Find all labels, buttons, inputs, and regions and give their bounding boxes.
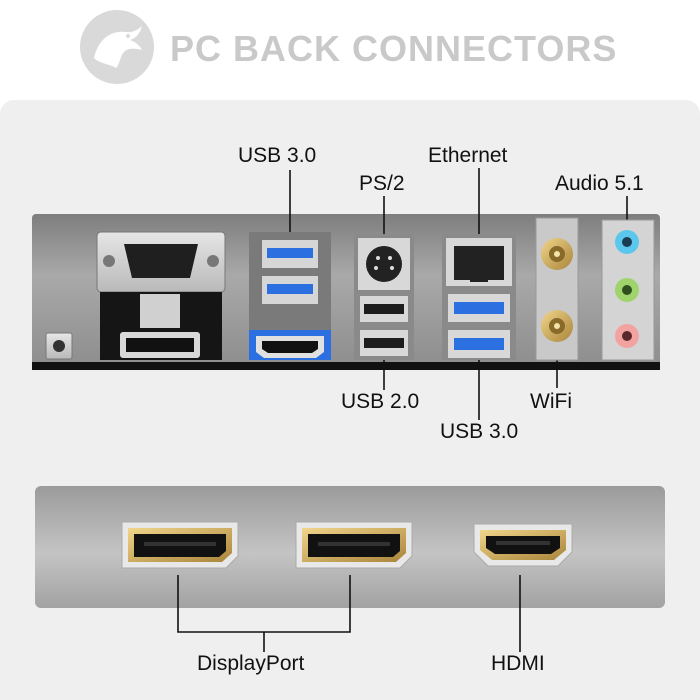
hdmi-port <box>473 523 573 567</box>
displayport-1 <box>121 521 239 569</box>
io-panel-edge <box>32 362 660 370</box>
ps2-usb20-stack <box>354 234 414 360</box>
dinosaur-icon <box>80 10 154 84</box>
clear-cmos-button <box>45 332 73 360</box>
ethernet-usb30-stack <box>442 234 516 360</box>
label-usb20: USB 2.0 <box>341 390 420 413</box>
label-usb30-top: USB 3.0 <box>238 144 317 167</box>
vga-port <box>96 231 226 360</box>
wifi-antenna-connectors <box>535 217 579 361</box>
label-wifi: WiFi <box>530 390 572 413</box>
label-ps2: PS/2 <box>359 172 405 195</box>
header: PC BACK CONNECTORS <box>0 0 700 100</box>
leader-lines <box>177 168 628 652</box>
label-displayport: DisplayPort <box>197 652 305 675</box>
displayport-2 <box>295 521 413 569</box>
page-title: PC BACK CONNECTORS <box>170 28 618 69</box>
usb30-hdmi-stack <box>249 232 331 360</box>
label-hdmi: HDMI <box>491 652 545 675</box>
label-usb30-bottom: USB 3.0 <box>440 420 519 443</box>
label-audio: Audio 5.1 <box>555 172 644 195</box>
label-ethernet: Ethernet <box>428 144 508 167</box>
audio-jacks <box>601 219 655 361</box>
